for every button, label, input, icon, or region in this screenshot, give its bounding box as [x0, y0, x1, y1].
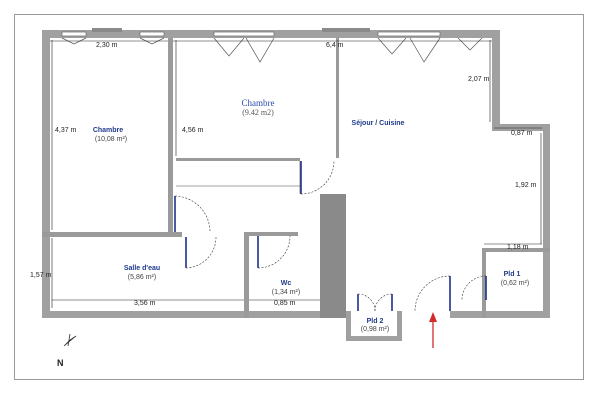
- wall-sde-wc: [244, 232, 249, 318]
- room-chambre-1-area: (10,08 m²): [94, 136, 128, 143]
- wall-pld1-top: [484, 248, 550, 252]
- entrance-arrow: [429, 312, 437, 348]
- arrow-head: [429, 312, 437, 322]
- door-swing: [185, 236, 217, 269]
- window-2: [139, 31, 165, 37]
- window-swing: [245, 37, 275, 63]
- doors: [174, 160, 487, 312]
- wall-wc-top: [244, 232, 298, 236]
- window-3: [213, 31, 275, 37]
- room-salle-eau-area: (5,86 m²): [127, 274, 157, 281]
- window-swing: [457, 37, 483, 51]
- wall-pld1-left: [482, 248, 486, 318]
- door-swing: [374, 293, 393, 312]
- wall-sde-top: [42, 232, 182, 237]
- door-swing: [461, 275, 487, 301]
- wall-ch1-ch2: [168, 38, 173, 234]
- room-pld2-area: (0,98 m²): [360, 326, 390, 333]
- wall-ch2-sej: [336, 38, 339, 158]
- room-salle-eau-name: Salle d'eau: [123, 265, 161, 272]
- window-swing: [61, 37, 87, 45]
- room-chambre-2-name: Chambre: [241, 98, 275, 108]
- door-swing: [414, 275, 451, 312]
- dim-right-step: 0,87 m: [511, 130, 533, 137]
- dim-right-low: 1,18 m: [507, 244, 529, 251]
- window-4: [377, 31, 441, 37]
- room-wc-name: Wc: [280, 280, 292, 287]
- wall-bottom-right: [450, 311, 550, 318]
- room-pld1-area: (0,62 m²): [500, 280, 530, 287]
- window-swing: [139, 37, 165, 45]
- window-swing: [213, 37, 245, 57]
- dim-right-mid: 1,92 m: [515, 182, 537, 189]
- compass-label: N: [57, 358, 64, 368]
- wall-right-step: [492, 124, 550, 131]
- dim-left-low: 1,57 m: [30, 272, 52, 279]
- hidden-lines: [176, 161, 301, 194]
- dim-bottom-wc: 0,85 m: [274, 300, 296, 307]
- interior-walls: [42, 38, 550, 318]
- window-posts: [92, 28, 370, 32]
- dim-top-mid: 6,4 m: [326, 42, 344, 49]
- room-wc-area: (1,34 m²): [271, 289, 301, 296]
- room-chambre-1-name: Chambre: [92, 127, 124, 134]
- room-pld1-name: Pld 1: [503, 271, 521, 278]
- window-post: [322, 28, 370, 32]
- door-swing: [357, 293, 376, 312]
- dim-top-left: 2,30 m: [96, 42, 118, 49]
- window-1: [61, 31, 87, 37]
- door-swing: [300, 160, 335, 195]
- wall-ch2-bottom: [176, 158, 300, 161]
- wall-left: [42, 30, 50, 318]
- window-swings: [61, 37, 483, 63]
- room-pld2-name: Pld 2: [366, 318, 384, 325]
- wall-pld2-right: [397, 311, 402, 341]
- wall-pld2-left: [346, 311, 351, 341]
- wall-right-lower: [543, 124, 550, 318]
- column: [320, 194, 346, 318]
- door-swing: [174, 195, 211, 233]
- window-post: [92, 28, 122, 32]
- wall-pld2-bottom: [346, 336, 402, 341]
- plan-frame: [14, 14, 584, 380]
- compass-needle: [63, 335, 77, 347]
- room-sejour-name: Séjour / Cuisine: [351, 120, 405, 127]
- window-swing: [409, 37, 441, 63]
- door-swing: [257, 235, 291, 269]
- dim-right-top: 2,07 m: [468, 76, 490, 83]
- window-swing: [377, 37, 407, 55]
- dim-chambre2-height: 4,56 m: [182, 127, 204, 134]
- room-chambre-2-area: (9.42 m2): [242, 108, 274, 117]
- windows: [61, 31, 441, 37]
- dim-chambre1-height: 4,37 m: [55, 127, 77, 134]
- dim-bottom-left: 3,56 m: [134, 300, 156, 307]
- dimension-lines: [50, 40, 542, 308]
- compass-arrow: [63, 333, 77, 347]
- wall-bottom-left: [42, 311, 348, 318]
- wall-right-upper: [492, 30, 500, 130]
- compass-line: [67, 333, 71, 347]
